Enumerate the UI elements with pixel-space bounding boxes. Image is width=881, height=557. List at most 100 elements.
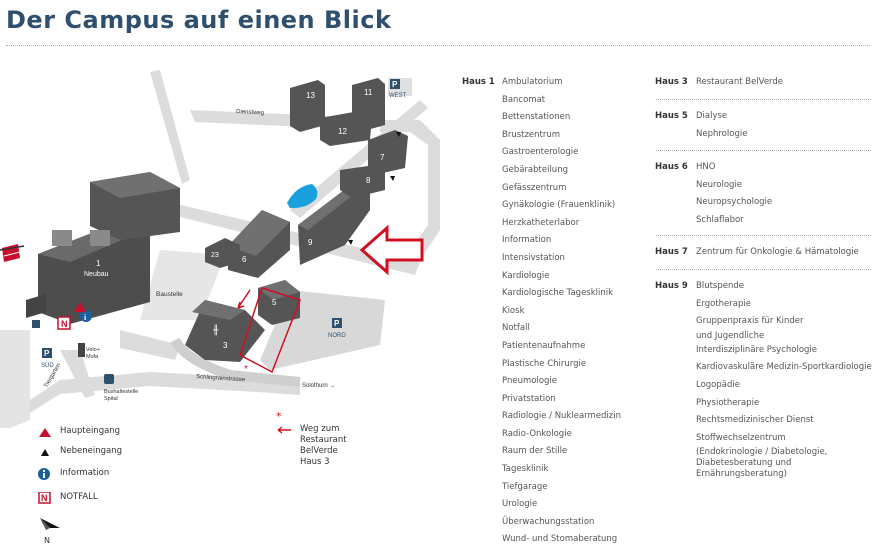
- building-8-label: 8: [366, 176, 371, 185]
- directory-item: Urologie: [502, 499, 538, 510]
- directory-item: Privatstation: [502, 393, 556, 404]
- directory-item: Schlaflabor: [696, 214, 744, 225]
- directory-item: Radio-Onkologie: [502, 428, 572, 439]
- directory-item: Gastroenterologie: [502, 147, 579, 158]
- restaurant-icon: ╫: [212, 324, 219, 336]
- building-6-label: 6: [242, 255, 247, 264]
- velo-label: Velo+: [86, 347, 100, 353]
- building-5: [258, 280, 300, 325]
- north-label: N: [44, 536, 50, 545]
- directory-item: Tiefgarage: [502, 481, 548, 492]
- side-entrance-marker: [390, 176, 395, 181]
- directory-item: Tagesklinik: [502, 464, 549, 475]
- directory-item: Dialyse: [696, 111, 728, 121]
- bus-icon: [104, 374, 114, 384]
- legend-haupteingang-label: Haupteingang: [60, 426, 121, 436]
- divider: [656, 235, 871, 236]
- route-star: *: [244, 364, 248, 375]
- directory-item: Bancomat: [502, 94, 546, 105]
- mofa-label: Mofa: [86, 354, 99, 360]
- street-schlingrain: Schlingrainstrasse: [196, 374, 246, 383]
- building-3: [185, 300, 265, 362]
- haus5-heading: Haus 5: [655, 111, 688, 121]
- building-1: [26, 172, 180, 324]
- directory-item: Brustzentrum: [502, 129, 561, 140]
- parking-nord-label: NORD: [328, 333, 346, 339]
- bus-stop-label-1: Bushaltestelle: [104, 389, 138, 395]
- haus9-heading: Haus 9: [655, 281, 688, 291]
- directory-item: Ergotherapie: [696, 298, 751, 309]
- triangle-red-icon: [39, 428, 51, 437]
- weg-arrow-icon: [277, 426, 291, 434]
- building-3-label: 3: [223, 341, 228, 350]
- divider: [656, 150, 871, 151]
- directory-item: Diabetesberatung und: [696, 458, 792, 469]
- directory-item: Plastische Chirurgie: [502, 358, 587, 369]
- directory-item: Stoffwechselzentrum: [696, 432, 786, 443]
- directory-item: Kardiologische Tagesklinik: [502, 288, 614, 299]
- building-1-label: 1: [96, 259, 101, 268]
- building-8: [340, 165, 385, 198]
- street-solothurn: Solothurn →: [302, 383, 335, 389]
- notfall-icon: N: [38, 492, 51, 504]
- directory-item: (Endokrinologie / Diabetologie,: [696, 447, 828, 458]
- directory-item: Kardiologie: [502, 270, 550, 281]
- route-arrow: [237, 289, 251, 309]
- directory-item: Interdisziplinäre Psychologie: [696, 344, 818, 355]
- bus-stop-label-2: Spital: [104, 396, 118, 402]
- building-23-label: 23: [211, 252, 219, 259]
- divider: [656, 99, 871, 100]
- weg-line: Restaurant: [300, 435, 347, 445]
- building-13: [290, 80, 325, 132]
- directory-item: Raum der Stille: [502, 446, 568, 457]
- weg-text: Weg zum Restaurant BelVerde Haus 3: [300, 424, 347, 468]
- directory-item: Gefässzentrum: [502, 182, 567, 193]
- info-map-icon: [80, 310, 92, 322]
- lake: [287, 184, 318, 209]
- building-23: [205, 238, 240, 268]
- directory-item: HNO: [696, 162, 716, 172]
- building-12: [320, 110, 372, 146]
- parking-nord-symbol: P: [334, 319, 340, 328]
- divider: [656, 269, 871, 270]
- haus1-heading: Haus 1: [462, 77, 495, 87]
- haus7-heading: Haus 7: [655, 247, 688, 257]
- velo-mofa-icon: [78, 343, 85, 357]
- directory-item: Patientenaufnahme: [502, 340, 586, 351]
- weg-star: *: [276, 410, 282, 423]
- directory-item: Information: [502, 235, 552, 246]
- parking-west-symbol: P: [392, 80, 398, 89]
- building-12-label: 12: [338, 127, 347, 136]
- directory-item: Neurologie: [696, 179, 743, 190]
- weg-line: Haus 3: [300, 457, 330, 467]
- weg-line: Weg zum: [300, 424, 340, 434]
- haus6-heading: Haus 6: [655, 162, 688, 172]
- building-7-label: 7: [380, 153, 385, 162]
- directory-item: Pneumologie: [502, 376, 558, 387]
- haus7-list: Zentrum für Onkologie & Hämatologie: [696, 244, 859, 262]
- building-7: [368, 130, 408, 174]
- directory-item: Nephrologie: [696, 128, 748, 139]
- legend-information-label: Information: [60, 468, 110, 478]
- directory-item: Wund- und Stomaberatung: [502, 534, 618, 545]
- parking-west-icon: [390, 79, 400, 89]
- directory-item: Bettenstationen: [502, 112, 571, 123]
- weg-line: BelVerde: [300, 446, 338, 456]
- compass-icon: [40, 518, 60, 530]
- directory-item: und Jugendliche: [696, 330, 765, 341]
- side-entrance-marker: [348, 240, 353, 245]
- building-5-label: 5: [272, 298, 277, 307]
- directory-item: Gynäkologie (Frauenklinik): [502, 200, 616, 211]
- haus3-list: Restaurant BelVerde: [696, 74, 783, 92]
- directory-item: Logopädie: [696, 379, 740, 390]
- parking-sued-label: SÜD: [41, 362, 54, 369]
- main-entrance-map-icon: [74, 302, 86, 312]
- building-13-label: 13: [306, 91, 315, 100]
- directory-item: Zentrum für Onkologie & Hämatologie: [696, 247, 859, 257]
- directory-item: Radiologie / Nuklearmedizin: [502, 411, 621, 422]
- parking-sued-symbol: P: [44, 349, 50, 358]
